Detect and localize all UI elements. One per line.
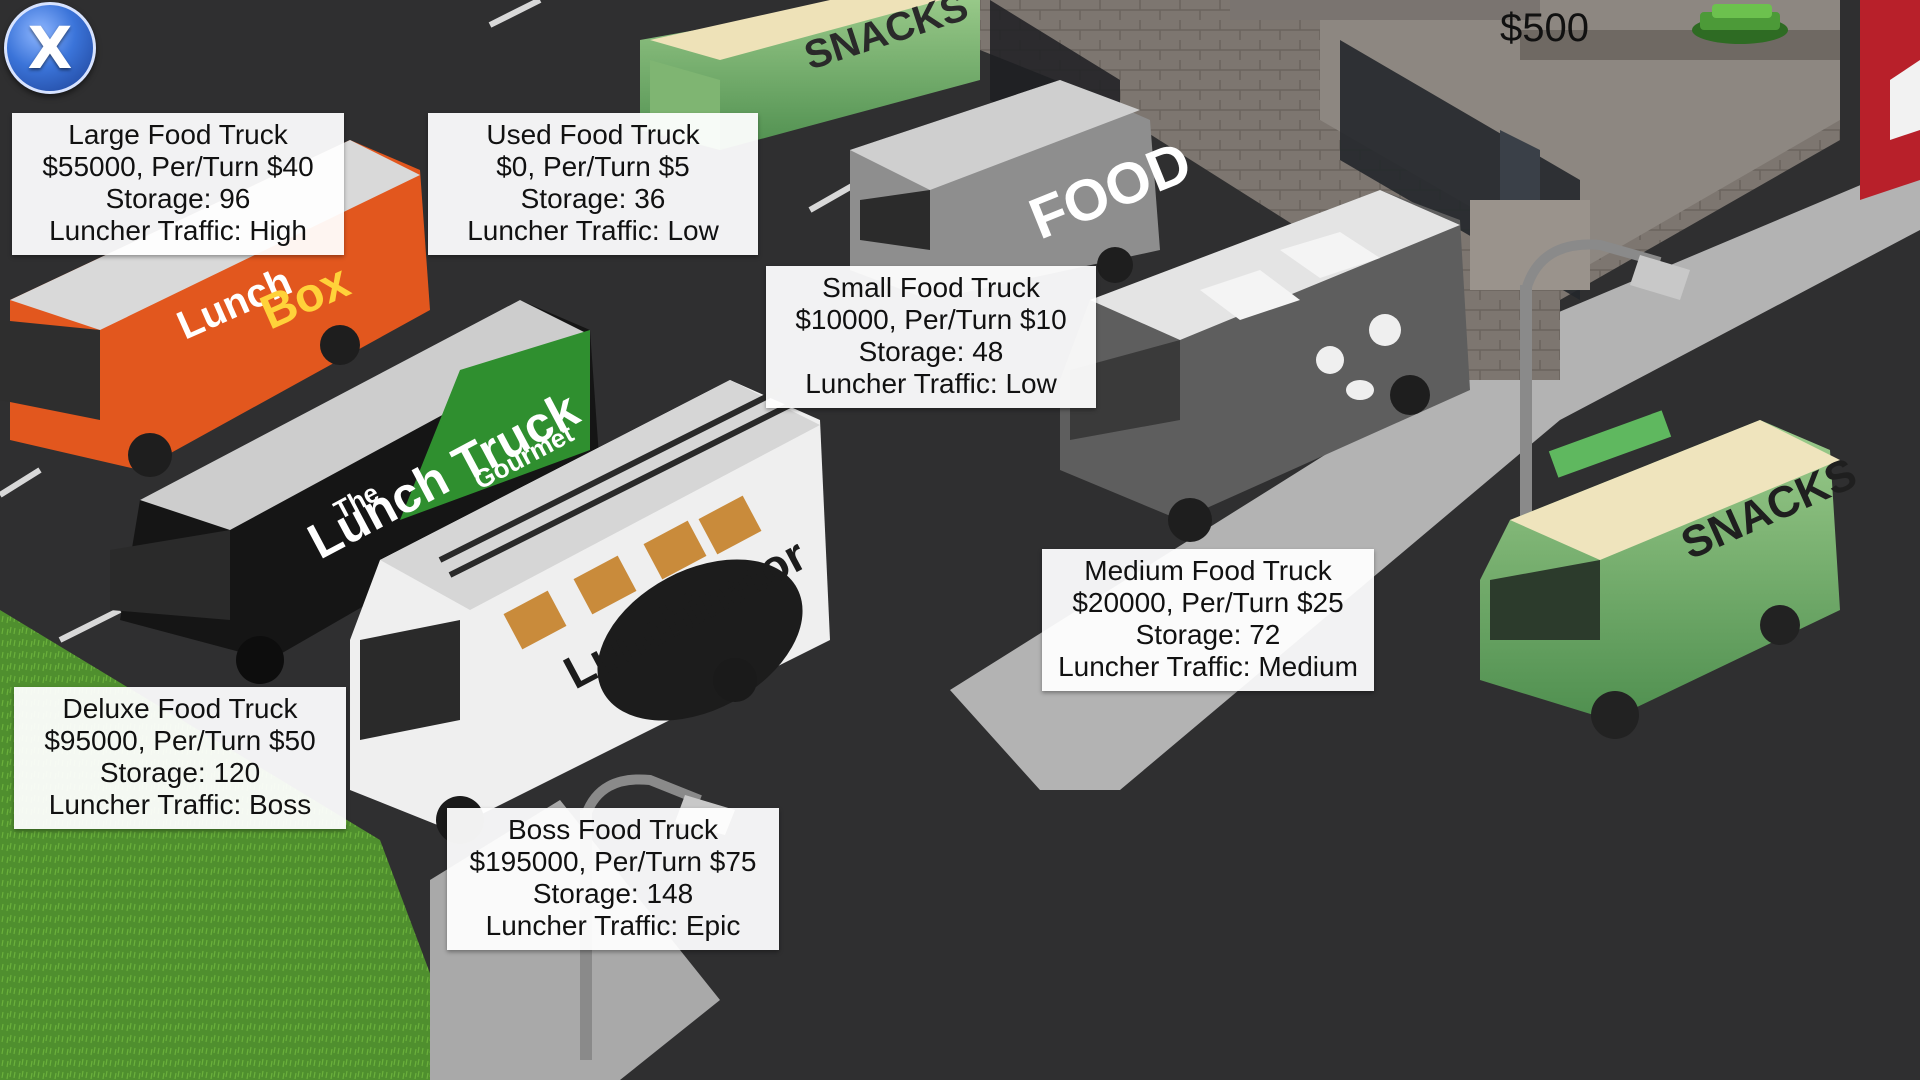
used-food-truck-top: SNACKS — [640, 0, 980, 150]
truck-card-used[interactable]: Used Food Truck $0, Per/Turn $5 Storage:… — [428, 113, 758, 255]
truck-card-medium[interactable]: Medium Food Truck $20000, Per/Turn $25 S… — [1042, 549, 1374, 691]
truck-storage: Storage: 48 — [858, 336, 1004, 367]
deluxe-food-truck: The Lunch Truck Gourmet — [110, 300, 600, 684]
truck-storage: Storage: 36 — [520, 183, 666, 214]
street-lamp-right — [1520, 239, 1690, 525]
truck-storage: Storage: 72 — [1135, 619, 1281, 650]
truck-name: Boss Food Truck — [507, 814, 719, 845]
truck-card-small[interactable]: Small Food Truck $10000, Per/Turn $10 St… — [766, 266, 1096, 408]
truck-card-large[interactable]: Large Food Truck $55000, Per/Turn $40 St… — [12, 113, 344, 255]
truck-name: Small Food Truck — [822, 272, 1040, 303]
truck-price: $195000, Per/Turn $75 — [469, 846, 757, 877]
truck-price: $20000, Per/Turn $25 — [1072, 587, 1344, 618]
truck-price: $10000, Per/Turn $10 — [795, 304, 1067, 335]
truck-storage: Storage: 96 — [105, 183, 251, 214]
close-button[interactable]: X — [4, 2, 96, 94]
truck-card-deluxe[interactable]: Deluxe Food Truck $95000, Per/Turn $50 S… — [14, 687, 346, 829]
truck-name: Deluxe Food Truck — [62, 693, 298, 724]
money-counter: $500 — [1500, 6, 1589, 50]
truck-traffic: Luncher Traffic: Low — [805, 368, 1057, 399]
truck-name: Used Food Truck — [486, 119, 700, 150]
close-icon: X — [27, 14, 73, 82]
truck-traffic: Luncher Traffic: Epic — [485, 910, 741, 941]
truck-price: $55000, Per/Turn $40 — [42, 151, 314, 182]
truck-traffic: Luncher Traffic: Medium — [1058, 651, 1358, 682]
truck-name: Medium Food Truck — [1084, 555, 1332, 586]
truck-storage: Storage: 120 — [99, 757, 261, 788]
money-pile-icon — [1692, 4, 1788, 44]
truck-traffic: Luncher Traffic: Boss — [48, 789, 312, 820]
small-food-van: FOOD — [850, 80, 1200, 300]
truck-price: $0, Per/Turn $5 — [496, 151, 690, 182]
medium-food-truck — [1060, 190, 1470, 542]
truck-traffic: Luncher Traffic: Low — [467, 215, 719, 246]
truck-storage: Storage: 148 — [532, 878, 694, 909]
office-building — [980, 0, 1920, 380]
truck-name: Large Food Truck — [68, 119, 288, 150]
truck-card-boss[interactable]: Boss Food Truck $195000, Per/Turn $75 St… — [447, 808, 779, 950]
truck-traffic: Luncher Traffic: High — [49, 215, 307, 246]
used-food-truck-right: SNACKS — [1480, 410, 1864, 739]
truck-price: $95000, Per/Turn $50 — [44, 725, 316, 756]
